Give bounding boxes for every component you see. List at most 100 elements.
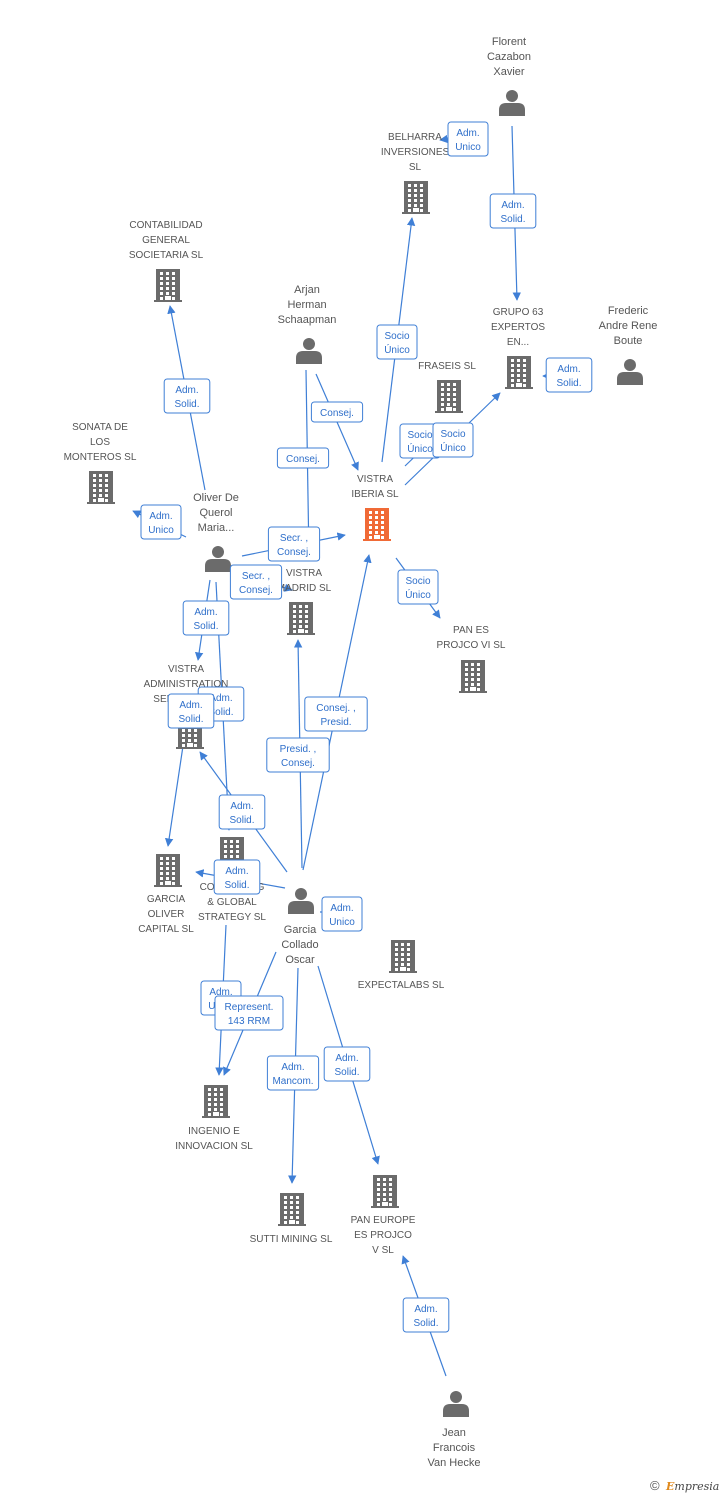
node-label-line: MADRID SL — [277, 583, 332, 594]
building-icon — [154, 269, 182, 302]
edge-label-text: Socio — [405, 576, 430, 587]
edge-label-garcia_oscar-sutti[interactable]: Adm.Mancom. — [266, 1055, 320, 1091]
node-label-line: SUTTI MINING SL — [250, 1234, 333, 1245]
node-label-line: Herman — [287, 299, 326, 311]
node-label-line: VISTRA — [168, 664, 204, 675]
edge-label-text: Solid. — [334, 1067, 359, 1078]
edge-label-garcia_oscar-paneurope_v[interactable]: Adm. Solid. — [323, 1046, 371, 1082]
node-label-line: STRATEGY SL — [198, 912, 266, 923]
node-label-line: EXPECTALABS SL — [358, 980, 445, 991]
edge-label-frederic-grupo63[interactable]: Adm.Solid. — [545, 357, 593, 393]
node-label-line: Florent — [492, 36, 526, 48]
node-label-line: SONATA DE — [72, 422, 128, 433]
edge-label-garcia_oscar-vistra_iberia[interactable]: Consej. ,Presid. — [304, 696, 368, 732]
node-sutti[interactable]: SUTTI MINING SL — [250, 1193, 333, 1245]
node-label-line: Oliver De — [193, 492, 239, 504]
edge-label-text: Adm. — [414, 1304, 437, 1315]
edge-label-oliver-sonata[interactable]: Adm.Unico — [140, 504, 182, 540]
edge-label-text: Solid. — [178, 714, 203, 725]
building-icon — [371, 1175, 399, 1208]
edge-label-text: Adm. — [330, 903, 353, 914]
edge-label-garcia_oscar-vistra_madrid[interactable]: Presid. ,Consej. — [266, 737, 330, 773]
building-icon — [435, 380, 463, 413]
node-grupo63[interactable]: GRUPO 63EXPERTOSEN... — [491, 307, 545, 389]
edge-label-oliver-vistra_admin[interactable]: Adm.Solid. — [182, 600, 230, 636]
edge-label-text: Adm. — [209, 987, 232, 998]
node-fraseis[interactable]: FRASEIS SL — [418, 361, 476, 413]
edge-label-text: Solid. — [556, 378, 581, 389]
node-label-line: Querol — [199, 507, 232, 519]
edge-label-text: Adm. — [335, 1053, 358, 1064]
person-icon — [288, 888, 314, 914]
node-label-line: Xavier — [493, 66, 525, 78]
node-oliver[interactable]: Oliver DeQuerolMaria... — [193, 492, 239, 572]
edge-label-garcia_oscar-consulting[interactable]: Adm.Unico — [321, 896, 363, 932]
edge-label-text: Consej. , — [316, 703, 355, 714]
edge-label-jean-paneurope_v[interactable]: Adm. Solid. — [402, 1297, 450, 1333]
node-label-line: PAN EUROPE — [351, 1215, 416, 1226]
edge-label-text: Único — [384, 343, 410, 356]
person-icon — [443, 1391, 469, 1417]
edge-label-text: Solid. — [500, 214, 525, 225]
edge-label-oliver-contabilidad[interactable]: Adm.Solid. — [163, 378, 211, 414]
edge-label-text: Socio — [440, 429, 465, 440]
building-icon — [87, 471, 115, 504]
node-label-line: PAN ES — [453, 625, 489, 636]
node-label-line: ES PROJCO — [354, 1230, 412, 1241]
edge-label-text: Adm. — [175, 385, 198, 396]
edge-label-text: Solid. — [413, 1318, 438, 1329]
edge-label-text: Solid. — [208, 707, 233, 718]
node-label-line: Jean — [442, 1427, 466, 1439]
person-icon — [205, 546, 231, 572]
edge-label-text: 143 RRM — [228, 1016, 270, 1027]
node-label-line: GENERAL — [142, 235, 190, 246]
edge-label-oliver-vistra_iberia[interactable]: Secr. ,Consej. — [267, 526, 321, 562]
node-label-line: Cazabon — [487, 51, 531, 63]
building-icon — [389, 940, 417, 973]
edge-label-garcia_oscar-garcia_oliver[interactable]: Adm.Solid. — [213, 859, 261, 895]
node-label-line: SL — [409, 162, 422, 173]
edge-label-text: Adm. — [230, 801, 253, 812]
empresia-logo[interactable]: Empresia — [666, 1480, 719, 1493]
edge-label-garcia_oscar-vistra_admin[interactable]: Adm. Solid. — [218, 794, 266, 830]
node-label-line: IBERIA SL — [351, 489, 399, 500]
building-icon — [278, 1193, 306, 1226]
edge-label-florent-grupo63[interactable]: Adm.Solid. — [489, 193, 537, 229]
edge-label-text: Represent. — [225, 1002, 274, 1013]
edge-label-garcia_oscar-ingenio[interactable]: Represent. 143 RRM — [214, 995, 284, 1031]
edge-label-oliver-garcia_oliver[interactable]: Adm.Solid. — [167, 693, 215, 729]
node-label-line: & GLOBAL — [207, 897, 257, 908]
node-label-line: EXPERTOS — [491, 322, 545, 333]
edge-label-text: Consej. — [281, 758, 315, 769]
edge-label-florent-belharra[interactable]: Adm.Unico — [447, 121, 489, 157]
edge-label-arjan-vistra_iberia[interactable]: Consej. — [310, 401, 364, 423]
node-label-line: Garcia — [284, 924, 317, 936]
node-label-line: Collado — [281, 939, 318, 951]
node-label-line: Francois — [433, 1442, 476, 1454]
edge-label-text: Socio — [407, 430, 432, 441]
edge-label-arjan-vistra_madrid[interactable]: Consej. — [276, 447, 330, 469]
edge-label-oliver-vistra_madrid[interactable]: Secr. ,Consej. — [229, 564, 283, 600]
edge-label-text: Solid. — [229, 815, 254, 826]
node-label-line: Boute — [614, 335, 643, 347]
node-expectalabs[interactable]: EXPECTALABS SL — [358, 940, 445, 991]
